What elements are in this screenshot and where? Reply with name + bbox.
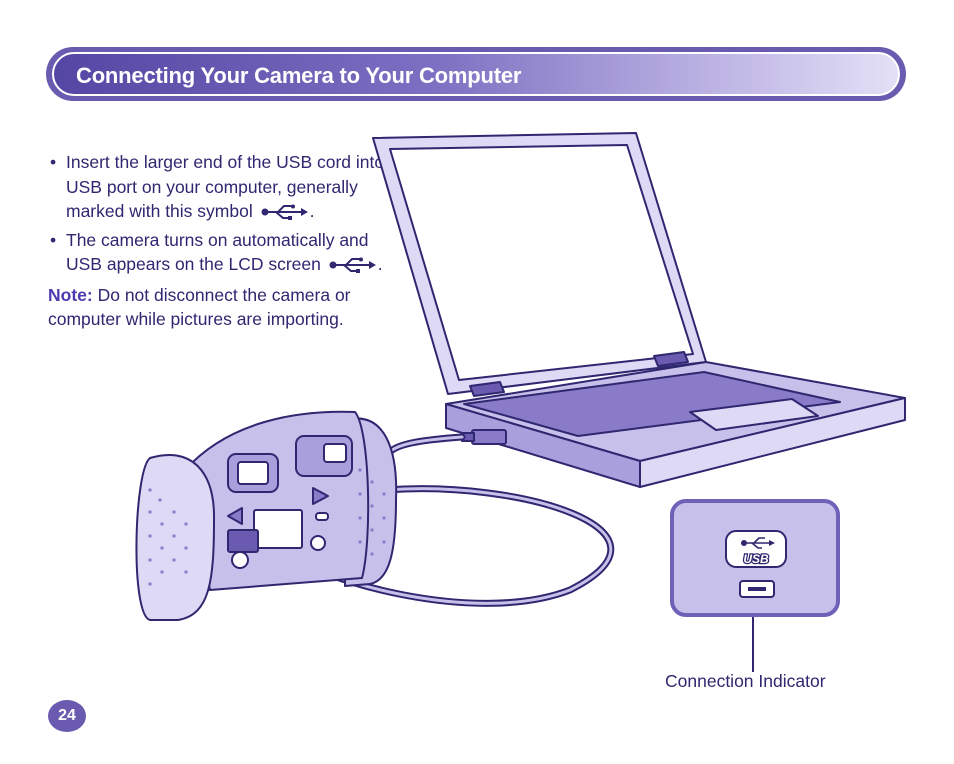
bullet-text: The camera turns on automatically and US… (66, 229, 369, 275)
usb-icon (329, 257, 376, 273)
bullet-dot: • (50, 229, 57, 250)
usb-plug (471, 429, 507, 445)
laptop-keyboard (463, 371, 841, 437)
laptop-side-edge (639, 397, 906, 488)
laptop-hinge (653, 351, 689, 367)
note: Note: Do not disconnect the camera or co… (48, 283, 408, 332)
note-label: Note: (48, 284, 93, 305)
header-banner-inner: Connecting Your Camera to Your Computer (52, 52, 900, 96)
bullet-dot: • (50, 152, 57, 172)
camera-power-button (231, 551, 249, 569)
camera-lcd (253, 509, 303, 549)
usb-display-frame (725, 530, 787, 568)
camera-usb-plug (227, 529, 259, 553)
instruction-bullet: • Insert the larger end of the USB cord … (48, 150, 408, 224)
bullet-suffix: . (377, 254, 383, 274)
bullet-suffix: . (309, 201, 315, 221)
connection-indicator-panel: USB (670, 499, 840, 617)
page-title: Connecting Your Camera to Your Computer (76, 63, 522, 88)
instructions: • Insert the larger end of the USB cord … (48, 150, 408, 332)
camera-left-grip (135, 453, 216, 621)
note-text: Do not disconnect the camera or computer… (48, 284, 351, 330)
indicator-display: USB (725, 530, 787, 598)
laptop-hinge (469, 381, 505, 397)
usb-icon (741, 537, 775, 549)
camera-arrow-left (227, 507, 243, 525)
bullet-text: Insert the larger end of the USB cord in… (66, 152, 399, 221)
header-banner: Connecting Your Camera to Your Computer (46, 47, 906, 101)
connection-led-slot (748, 587, 766, 591)
camera-arrow-right (312, 487, 329, 505)
camera-viewfinder-window (237, 461, 269, 485)
usb-icon (261, 204, 308, 220)
connection-indicator-label: Connection Indicator (665, 671, 826, 691)
laptop-illustration (372, 132, 906, 488)
page-number: 24 (48, 700, 86, 732)
camera-button (315, 512, 329, 521)
instruction-bullet: • The camera turns on automatically and … (48, 228, 408, 277)
camera-button (310, 535, 326, 551)
laptop-screen (389, 144, 694, 381)
usb-display-text: USB (743, 552, 769, 566)
camera-viewfinder-window (323, 443, 347, 463)
laptop-touchpad (689, 398, 819, 431)
camera-grip-dots (148, 468, 386, 586)
camera-illustration (135, 410, 398, 621)
